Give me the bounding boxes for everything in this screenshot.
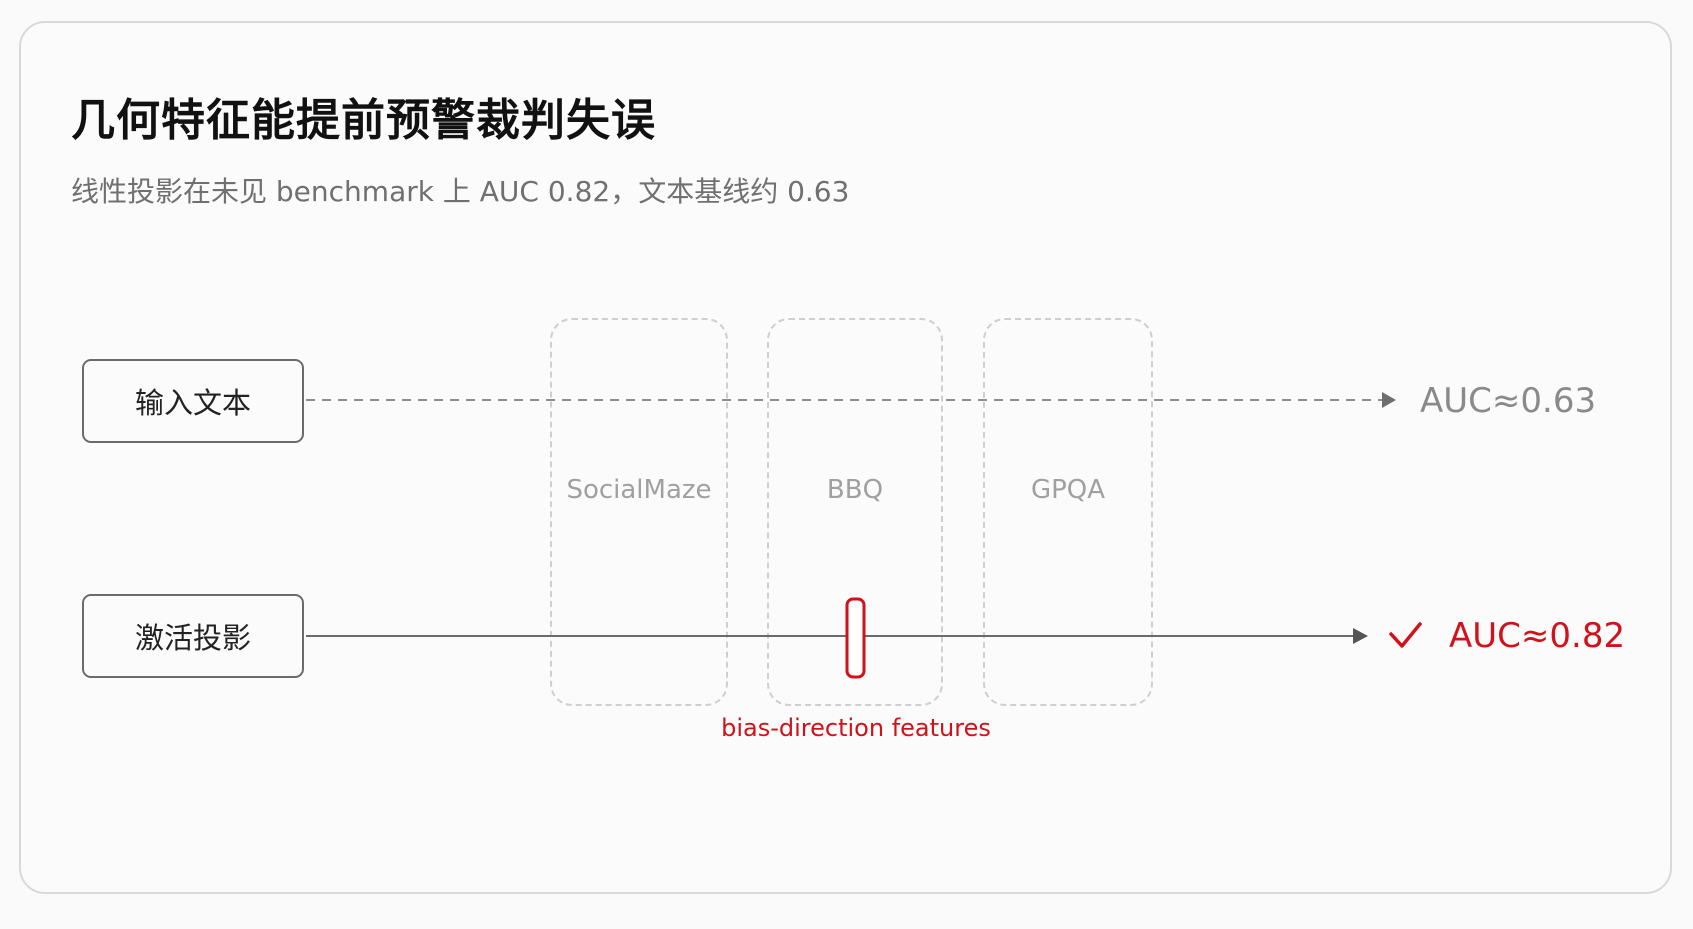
input-text-box: 输入文本 — [82, 359, 304, 443]
check-icon — [1389, 622, 1422, 648]
text-baseline-auc: AUC≈0.63 — [1420, 381, 1597, 421]
benchmark-label-bbq: BBQ — [826, 475, 884, 505]
bias-direction-features-label: bias-direction features — [721, 714, 991, 742]
benchmark-label-gpqa: GPQA — [1030, 475, 1106, 505]
page-title: 几何特征能提前预警裁判失误 — [71, 95, 656, 146]
page-subtitle: 线性投影在未见 benchmark 上 AUC 0.82，文本基线约 0.63 — [71, 175, 850, 208]
benchmark-label-socialmaze: SocialMaze — [566, 475, 712, 505]
activation-auc: AUC≈0.82 — [1449, 616, 1626, 656]
input-text-label: 输入文本 — [134, 386, 251, 420]
activation-projection-label: 激活投影 — [134, 621, 251, 655]
activation-projection-box: 激活投影 — [82, 594, 304, 678]
activation-arrowhead — [1353, 628, 1368, 644]
diagram-card — [19, 21, 1672, 894]
bias-direction-marker — [845, 597, 866, 679]
benchmark-box-socialmaze — [550, 318, 728, 706]
text-baseline-arrowhead — [1382, 392, 1396, 408]
benchmark-box-gpqa — [983, 318, 1153, 706]
benchmark-box-bbq — [767, 318, 943, 706]
